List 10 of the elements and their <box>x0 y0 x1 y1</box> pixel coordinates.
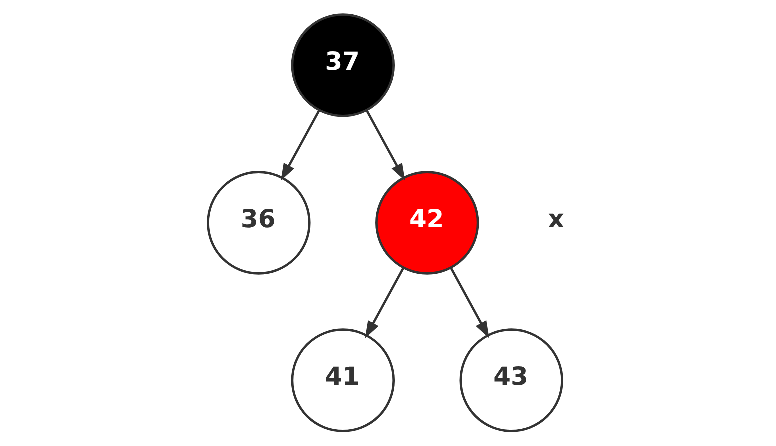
arrow <box>450 267 490 338</box>
node-circle: 37 <box>291 14 396 118</box>
node-circle: 43 <box>460 328 564 432</box>
arrow <box>365 267 405 338</box>
node-circle: 42 <box>376 171 480 275</box>
node-circle: 36 <box>207 171 311 275</box>
arrow <box>366 110 406 181</box>
node-circle: 41 <box>291 328 396 432</box>
arrow <box>281 110 320 181</box>
node-label: x <box>548 204 564 234</box>
